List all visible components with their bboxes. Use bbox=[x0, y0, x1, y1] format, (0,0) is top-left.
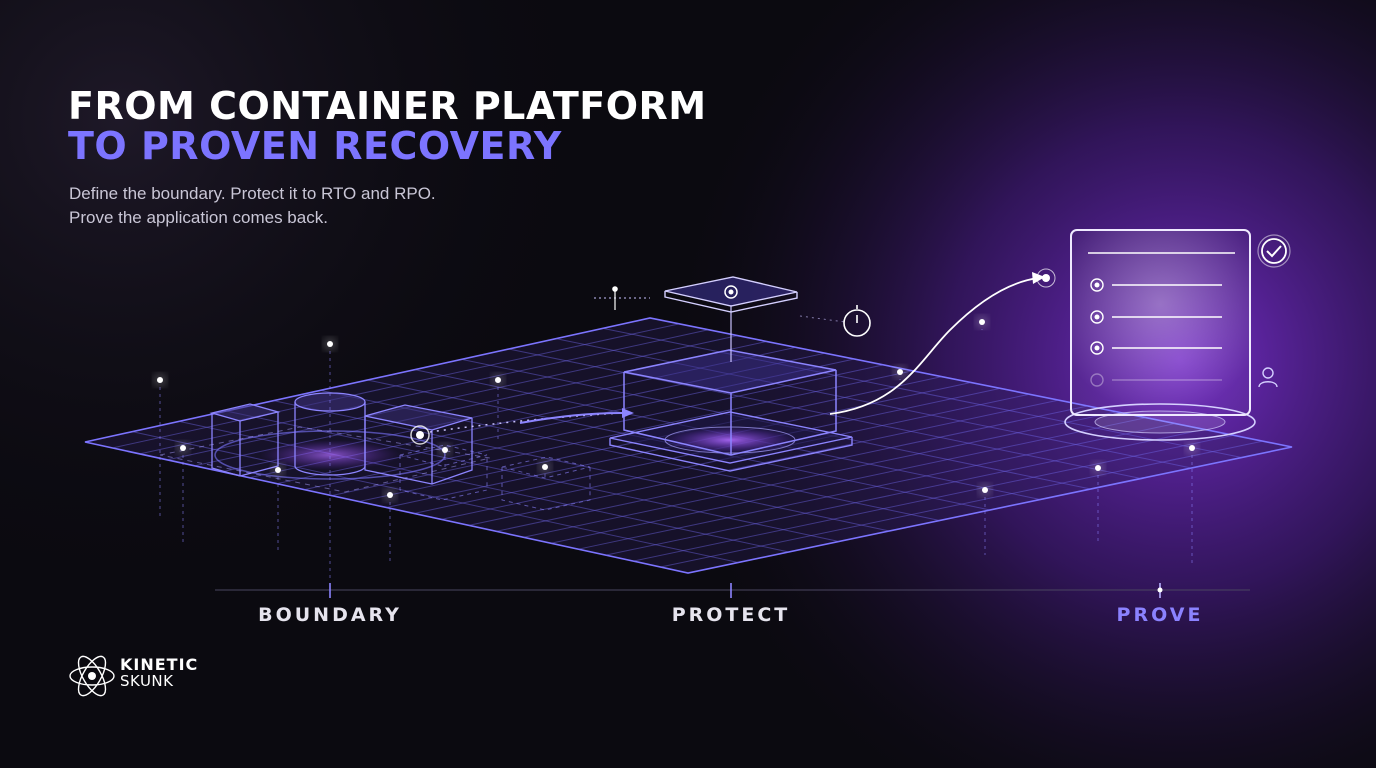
subtitle-line-1: Define the boundary. Protect it to RTO a… bbox=[69, 184, 436, 203]
headline-line-1: FROM CONTAINER PLATFORM bbox=[68, 84, 707, 128]
atom-logo-icon bbox=[69, 655, 115, 697]
signal-pins bbox=[153, 315, 1199, 580]
headline-line-2: TO PROVEN RECOVERY bbox=[68, 124, 562, 168]
logo-word-1: KINETIC bbox=[120, 655, 199, 674]
user-icon bbox=[1258, 367, 1278, 388]
prove-cluster bbox=[1064, 229, 1291, 441]
protect-cluster bbox=[594, 268, 1056, 472]
subtitle-line-2: Prove the application comes back. bbox=[69, 208, 328, 227]
check-badge-icon bbox=[1257, 234, 1291, 268]
timeline bbox=[215, 583, 1250, 598]
stage-label-prove: PROVE bbox=[1116, 604, 1204, 626]
stopwatch-icon bbox=[843, 305, 871, 337]
stage-label-boundary: BOUNDARY bbox=[258, 604, 402, 626]
stage-label-protect: PROTECT bbox=[671, 604, 791, 626]
headline: FROM CONTAINER PLATFORM TO PROVEN RECOVE… bbox=[68, 86, 707, 166]
brand-logo: KINETIC SKUNK bbox=[66, 646, 216, 704]
boundary-cluster bbox=[159, 392, 634, 511]
logo-word-2: SKUNK bbox=[120, 672, 174, 690]
subtitle: Define the boundary. Protect it to RTO a… bbox=[69, 182, 436, 230]
